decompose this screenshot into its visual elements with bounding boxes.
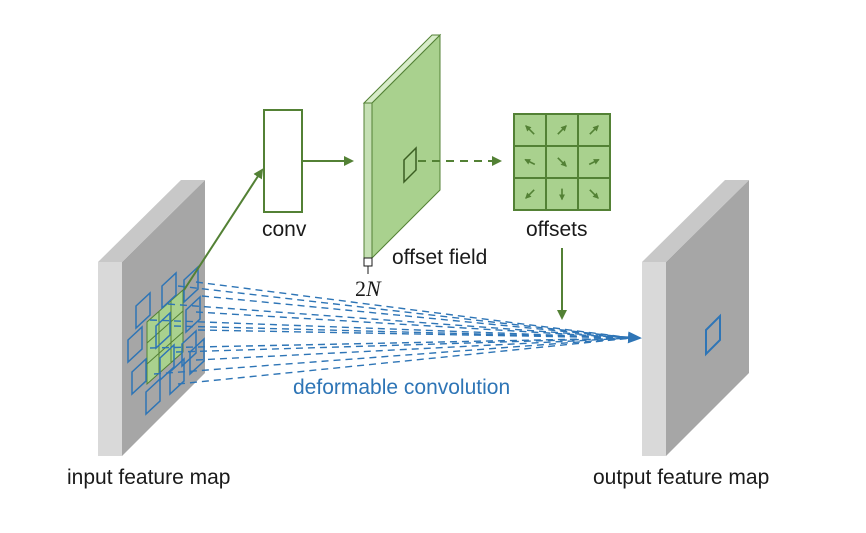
sampling-cell: [135, 291, 151, 330]
sampling-cell: [155, 311, 171, 350]
sampling-cell: [183, 265, 199, 304]
projection-line: [197, 329, 633, 339]
deformable-projection-lines: [149, 281, 633, 385]
output-feature-map-label: output feature map: [593, 466, 770, 489]
offset-field-label: offset field: [392, 246, 488, 269]
arrow-input-to-conv: [183, 168, 264, 291]
offset-field: [362, 33, 442, 274]
offset-field-window: [403, 146, 417, 184]
offset-field-top: [362, 34, 442, 104]
output-map-side: [666, 180, 749, 456]
sampling-cell: [131, 357, 147, 396]
offset-arrow: [525, 189, 535, 199]
projection-line: [201, 295, 633, 339]
sampling-cell: [185, 295, 201, 334]
deformable-convolution-label: deformable convolution: [293, 376, 511, 399]
output-feature-map: [642, 180, 749, 456]
projection-line: [149, 337, 633, 349]
projection-line: [149, 319, 633, 339]
output-cell: [705, 313, 721, 357]
sampling-cell: [159, 343, 175, 382]
output-map-top: [642, 180, 749, 262]
offset-arrow: [589, 189, 599, 199]
offset-field-depth-tick: [363, 257, 373, 267]
projection-line: [195, 337, 633, 361]
sampling-cell: [189, 337, 205, 376]
sampling-cell: [161, 271, 177, 310]
channel-count-label: 2N: [355, 276, 381, 301]
offset-arrow: [588, 158, 600, 166]
deformed-sampling-cells: [127, 265, 205, 416]
conv-label: conv: [262, 218, 307, 241]
offset-arrow: [525, 125, 535, 135]
offset-arrow: [589, 125, 599, 135]
projection-line: [153, 337, 633, 375]
offset-field-front: [363, 102, 373, 259]
projection-line: [195, 281, 633, 339]
output-map-front: [642, 262, 666, 456]
projection-line: [195, 311, 633, 339]
projection-line: [167, 303, 633, 339]
sampling-cell: [127, 325, 143, 364]
projection-line: [177, 337, 633, 385]
deformable-arrowhead: [619, 331, 642, 344]
offsets-label: offsets: [526, 218, 588, 241]
input-map-top: [98, 180, 205, 262]
sampling-cell: [145, 377, 161, 416]
offset-arrow: [557, 157, 567, 167]
offset-arrow: [557, 125, 567, 135]
conv-box: [263, 109, 303, 213]
projection-line: [177, 285, 633, 339]
input-feature-map-label: input feature map: [67, 466, 231, 489]
projection-line: [175, 337, 633, 353]
projection-line: [173, 325, 633, 339]
sampling-cell: [169, 357, 185, 396]
input-map-front: [98, 262, 122, 456]
offsets-grid: [513, 113, 611, 211]
offset-arrow: [524, 158, 536, 166]
sampling-cell: [181, 329, 197, 368]
